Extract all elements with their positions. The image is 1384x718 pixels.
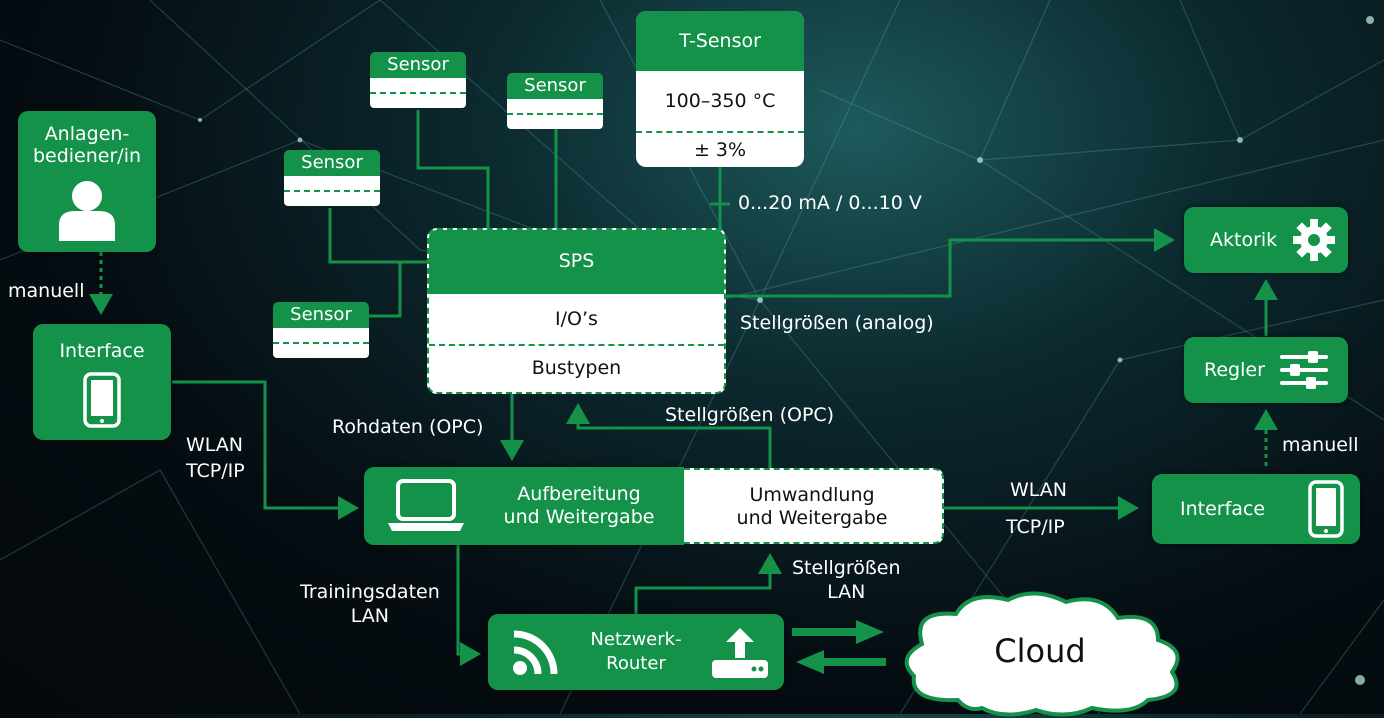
t-sensor-accuracy: ± 3% [636, 131, 804, 167]
sensor-3-label: Sensor [284, 150, 380, 176]
stellgroessen-analog-label: Stellgrößen (analog) [740, 312, 934, 334]
gear-icon [1293, 219, 1335, 261]
router-label: Netzwerk- Router [590, 629, 682, 674]
operator-box: Anlagen- bediener/in [18, 111, 156, 252]
t-sensor: T-Sensor 100–350 °C ± 3% [636, 11, 804, 167]
rohdaten-label: Rohdaten (OPC) [332, 416, 484, 438]
aufbereitung-box: Aufbereitung und Weitergabe [364, 467, 684, 545]
regler-label: Regler [1204, 359, 1265, 381]
sensor-1: Sensor [370, 52, 466, 108]
wire-sensor-1 [416, 110, 490, 230]
aufbereitung-label: Aufbereitung und Weitergabe [503, 483, 655, 528]
wlan-right-label: WLAN [1010, 479, 1068, 501]
trainingsdaten-label: Trainingsdaten LAN [300, 581, 440, 627]
aktorik: Aktorik [1184, 207, 1348, 273]
tcpip-right-label: TCP/IP [1006, 516, 1065, 538]
tablet-icon [1308, 480, 1344, 538]
wire-interface-processing [172, 380, 359, 520]
wifi-icon [513, 630, 558, 675]
signal-label: 0...20 mA / 0...10 V [738, 192, 922, 214]
sensor-1-label: Sensor [370, 52, 466, 78]
wire-stellgroessen-opc [566, 403, 772, 468]
sps-io: I/O’s [555, 308, 598, 330]
sps-title: SPS [429, 230, 724, 294]
sliders-icon [1280, 351, 1328, 389]
wlan-left-label: WLAN TCP/IP [186, 434, 245, 482]
stellgroessen-opc-label: Stellgrößen (OPC) [665, 404, 835, 426]
cloud-label: Cloud [994, 632, 1086, 670]
sensor-2-label: Sensor [507, 73, 603, 99]
sensor-2: Sensor [507, 73, 603, 129]
interface-right[interactable]: Interface [1152, 474, 1360, 544]
regler: Regler [1184, 337, 1348, 403]
stellgroessen-lan-label: Stellgrößen LAN [792, 557, 901, 603]
wire-sps-aktorik [726, 228, 1175, 298]
tablet-icon [83, 372, 121, 428]
t-sensor-title: T-Sensor [636, 11, 804, 71]
umwandlung-label: Umwandlung und Weitergabe [736, 484, 888, 529]
person-icon [59, 181, 115, 241]
wire-sensor-4 [368, 262, 402, 318]
wire-trainingsdaten [456, 545, 481, 666]
umwandlung-box: Umwandlung und Weitergabe [684, 468, 944, 544]
interface-right-label: Interface [1180, 498, 1266, 520]
t-sensor-range: 100–350 °C [664, 90, 776, 112]
sensor-4-label: Sensor [273, 302, 369, 328]
operator-label: Anlagen- bediener/in [32, 123, 142, 167]
laptop-icon [388, 479, 464, 531]
manual-right-label: manuell [1282, 434, 1359, 456]
sps: SPS I/O’s Bustypen [427, 228, 726, 394]
upload-router-icon [712, 628, 768, 678]
manual-left-label: manuell [8, 280, 85, 302]
sensor-4: Sensor [273, 302, 369, 358]
aktorik-label: Aktorik [1210, 229, 1278, 251]
wire-sensor-3 [328, 208, 428, 264]
wire-stellgroessen-lan [634, 553, 782, 618]
router: Netzwerk- Router [488, 614, 784, 690]
cloud-shape [904, 591, 1180, 717]
interface-left[interactable]: Interface [33, 324, 171, 440]
sensor-3: Sensor [284, 150, 380, 206]
sps-bustypen: Bustypen [429, 344, 724, 390]
interface-left-label: Interface [59, 340, 145, 362]
